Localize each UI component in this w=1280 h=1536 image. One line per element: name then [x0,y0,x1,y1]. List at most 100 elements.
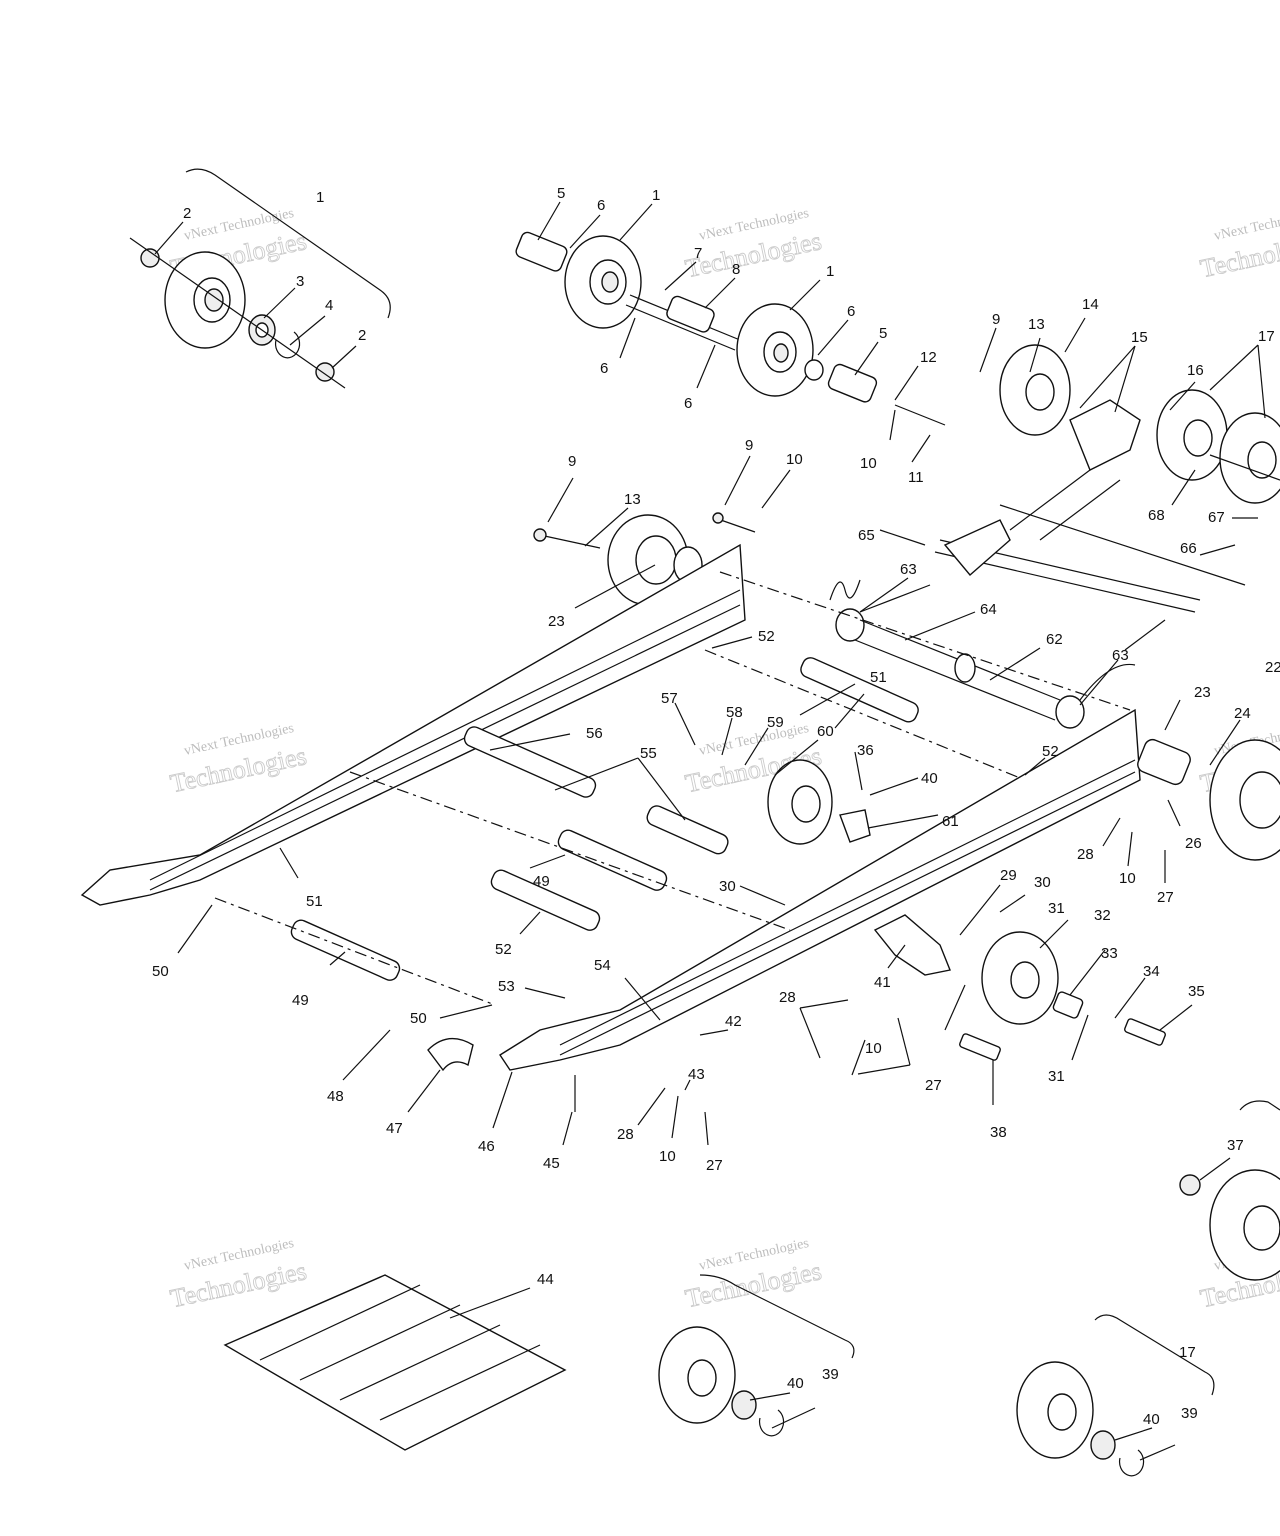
callout-label: 27 [706,1157,723,1174]
callout-label: 64 [980,601,997,618]
assembly-bracket [185,168,391,319]
callout-label: 17 [1258,328,1275,345]
idler-wheel [564,235,642,329]
callout-label: 2 [358,327,366,344]
callout-label: 8 [732,261,740,278]
cross-tube [646,805,729,855]
callout-label: 61 [942,813,959,830]
svg-text:vNext Technologies: vNext Technologies [1213,206,1280,244]
callout-label: 10 [1119,870,1136,887]
callout-label: 68 [1148,507,1165,524]
callout-label: 28 [1077,846,1094,863]
callout-label: 50 [152,963,169,980]
callout-label: 26 [1185,835,1202,852]
callout-label: 53 [498,978,515,995]
bumper-bracket [873,914,951,976]
pivot-arm [943,519,1011,576]
callout-label: 52 [758,628,775,645]
torsion-spring [829,579,931,642]
callout-label: 30 [719,878,736,895]
bearing [1090,1430,1116,1460]
callout-label: 39 [822,1366,839,1383]
callout-label: 13 [1028,316,1045,333]
idler-wheel [767,759,833,845]
callout-label: 39 [1181,1405,1198,1422]
idler-wheel [1016,1361,1094,1459]
callout-label: 10 [860,455,877,472]
callout-label: 37 [1227,1137,1244,1154]
watermark: vNext Technologies Technologies [167,1236,309,1314]
idler-wheel [736,303,814,397]
watermark: vNext Technologies Technologies [1197,206,1280,284]
bolt [959,1033,1001,1061]
callout-label: 30 [1034,874,1051,891]
callout-label: 15 [1131,329,1148,346]
bolt [1124,1018,1166,1046]
mount-block [839,809,871,843]
callout-label: 16 [1187,362,1204,379]
callout-label: 7 [694,245,702,262]
spacer [666,295,715,333]
callout-label: 49 [292,992,309,1009]
assembly-bracket [1094,1314,1215,1396]
cross-tube [557,829,668,891]
callout-label: 56 [586,725,603,742]
callout-label: 40 [1143,1411,1160,1428]
callout-label: 62 [1046,631,1063,648]
callout-label: 12 [920,349,937,366]
idler-wheel [658,1326,736,1424]
callout-labels: 1 2 3 4 2 5 6 1 7 8 1 6 5 12 6 6 10 11 9… [152,185,1280,1428]
drive-track [223,1274,567,1451]
callout-label: 6 [684,395,692,412]
callout-label: 43 [688,1066,705,1083]
cross-tube [290,919,401,981]
idler-wheel [1156,389,1228,481]
callout-label: 1 [652,187,660,204]
callout-label: 1 [316,189,324,206]
slide-rail-right [499,708,1141,1071]
watermark: vNext Technologies Technologies [682,206,824,284]
idler-wheel [1219,412,1280,504]
callout-label: 55 [640,745,657,762]
callout-label: 14 [1082,296,1099,313]
idler-wheel [981,931,1059,1025]
callout-label: 4 [325,297,333,314]
callout-label: 27 [1157,889,1174,906]
callout-label: 6 [597,197,605,214]
idler-wheel [1209,1169,1280,1281]
callout-label: 50 [410,1010,427,1027]
callout-label: 13 [624,491,641,508]
callout-label: 11 [908,469,924,486]
callout-label: 49 [533,873,550,890]
callout-label: 31 [1048,900,1065,917]
callout-label: 57 [661,690,678,707]
callout-label: 28 [617,1126,634,1143]
callout-label: 48 [327,1088,344,1105]
callout-label: 44 [537,1271,554,1288]
callout-label: 54 [594,957,611,974]
rear-bracket [1069,399,1141,471]
callout-label: 10 [865,1040,882,1057]
cross-tube [463,726,597,798]
snap-ring [1118,1449,1145,1477]
leader-lines [154,201,1266,1461]
callout-label: 52 [1042,743,1059,760]
assembly-bracket [699,1274,855,1359]
callout-label: 9 [745,437,753,454]
watermark: vNext Technologies Technologies [682,1236,824,1314]
rear-axle [1209,454,1280,481]
callout-label: 3 [296,273,304,290]
callout-label: 36 [857,742,874,759]
callout-label: 10 [786,451,803,468]
callout-label: 41 [874,974,891,991]
callout-label: 35 [1188,983,1205,1000]
bolt [712,512,756,533]
ski-hitch [427,1037,474,1072]
callout-label: 67 [1208,509,1225,526]
callout-label: 5 [879,325,887,342]
callout-label: 28 [779,989,796,1006]
spring-shaft [854,619,1061,721]
idler-wheel [164,251,246,349]
callout-label: 31 [1048,1068,1065,1085]
